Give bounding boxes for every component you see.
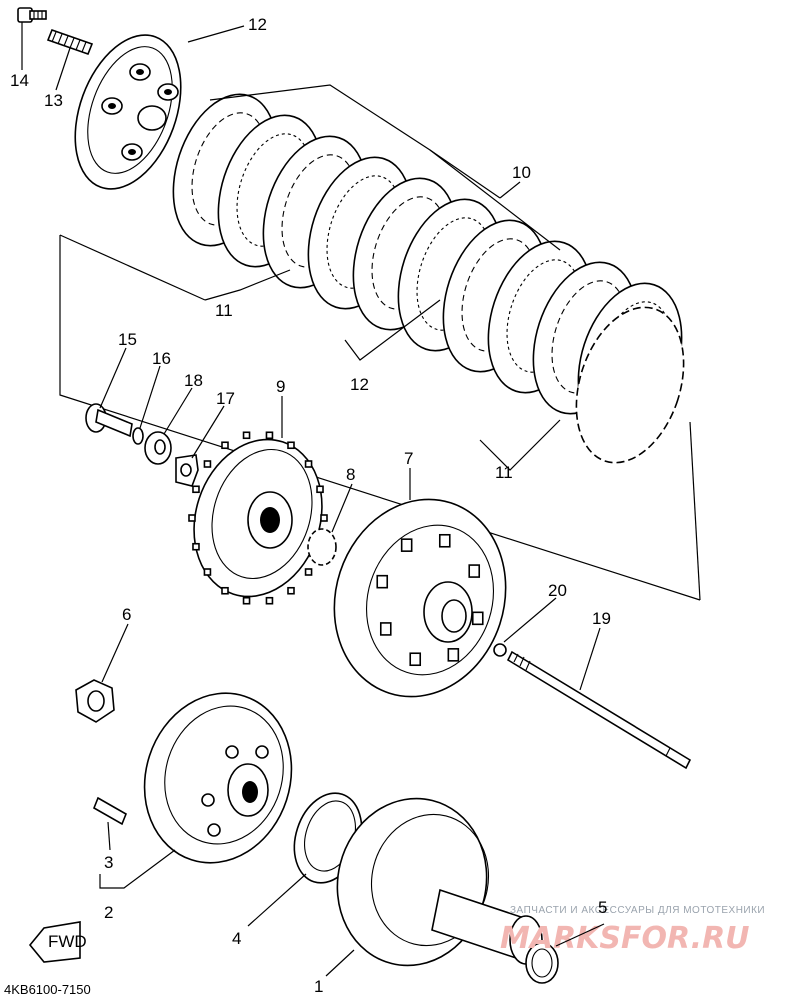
drawing-code: 4KB6100-7150 xyxy=(4,982,91,997)
watermark-text: ЗАПЧАСТИ И АКСЕССУАРЫ ДЛЯ МОТОТЕХНИКИ xyxy=(510,905,765,916)
gear-tooth xyxy=(203,460,212,468)
gear-tooth xyxy=(320,514,328,522)
callout-9: 9 xyxy=(276,377,285,396)
callout-5: 5 xyxy=(598,898,607,917)
housing-damper-slot xyxy=(376,574,389,589)
part-19-washer xyxy=(144,431,172,465)
gear-tooth xyxy=(287,586,295,595)
part-9-clutch-boss xyxy=(188,431,328,605)
part-18-lock-washer xyxy=(175,454,199,487)
housing-damper-slot xyxy=(379,622,392,636)
front-friction-plate xyxy=(575,306,685,464)
housing-damper-slot xyxy=(438,533,451,548)
callout-14: 13 xyxy=(44,91,63,110)
housing-damper-slot xyxy=(447,648,460,662)
gear-tooth xyxy=(203,568,212,576)
gear-tooth xyxy=(265,431,274,440)
part-7-clutch-housing xyxy=(333,498,507,698)
callout-2: 2 xyxy=(104,903,113,922)
part-20-push-rod xyxy=(506,650,692,770)
callout-19: 18 xyxy=(184,371,203,390)
callout-6: 6 xyxy=(122,605,131,624)
part-5-o-ring xyxy=(525,942,559,984)
part-6-nut xyxy=(75,679,115,723)
callout-11-upper: 11 xyxy=(215,301,233,320)
callout-4: 4 xyxy=(232,929,241,948)
callout-11-lower: 11 xyxy=(495,463,513,482)
callout-3: 3 xyxy=(104,853,113,872)
callout-20: 19 xyxy=(592,609,611,628)
gear-tooth xyxy=(287,441,295,450)
watermark-logo: MARKSFOR.RU xyxy=(500,921,750,956)
part-17-circlip xyxy=(132,427,144,445)
gear-tooth xyxy=(316,485,324,494)
clutch-plate-stack xyxy=(172,93,685,464)
watermark: ЗАПЧАСТИ И АКСЕССУАРЫ ДЛЯ МОТОТЕХНИКИ MA… xyxy=(500,905,765,956)
callout-15: 14 xyxy=(10,71,29,90)
callout-1: 1 xyxy=(314,977,323,996)
part-15-bolt xyxy=(17,7,47,23)
gear-tooth xyxy=(192,485,200,494)
part-21-ball xyxy=(493,643,507,657)
housing-damper-slot xyxy=(471,611,484,626)
gear-tooth xyxy=(188,514,196,522)
gear-tooth xyxy=(221,586,229,595)
plate-group-leaders xyxy=(204,84,561,471)
callout-10: 10 xyxy=(512,163,531,182)
housing-damper-slot xyxy=(400,538,413,552)
gear-tooth xyxy=(242,596,251,605)
part-14-spring xyxy=(46,28,94,56)
callout-13: 12 xyxy=(248,15,267,34)
housing-damper-slot xyxy=(409,652,422,667)
gear-tooth xyxy=(221,441,229,450)
housing-damper-slot xyxy=(468,564,481,578)
gear-tooth xyxy=(304,460,313,468)
gear-tooth xyxy=(265,596,274,605)
callout-21: 20 xyxy=(548,581,567,600)
callout-7: 7 xyxy=(404,449,413,468)
part-2-drive-assembly xyxy=(143,692,293,864)
callout-8: 8 xyxy=(346,465,355,484)
part-16-bolt xyxy=(85,403,133,438)
callout-18: 17 xyxy=(216,389,235,408)
part-3-spring-pin xyxy=(92,796,128,826)
gear-tooth xyxy=(242,431,251,440)
callout-16: 15 xyxy=(118,330,137,349)
callout-17: 16 xyxy=(152,349,171,368)
part-8-circlip xyxy=(307,528,337,566)
callout-twelve: 12 xyxy=(350,375,369,394)
fwd-label: FWD xyxy=(48,932,87,951)
gear-tooth xyxy=(192,542,200,551)
callouts: 14 13 12 10 11 16 18 12 11 12 11 15 16 1… xyxy=(10,15,611,996)
part-13-pressure-plate xyxy=(74,34,182,190)
gear-tooth xyxy=(304,568,313,576)
fwd-arrow-icon: FWD xyxy=(28,921,87,963)
